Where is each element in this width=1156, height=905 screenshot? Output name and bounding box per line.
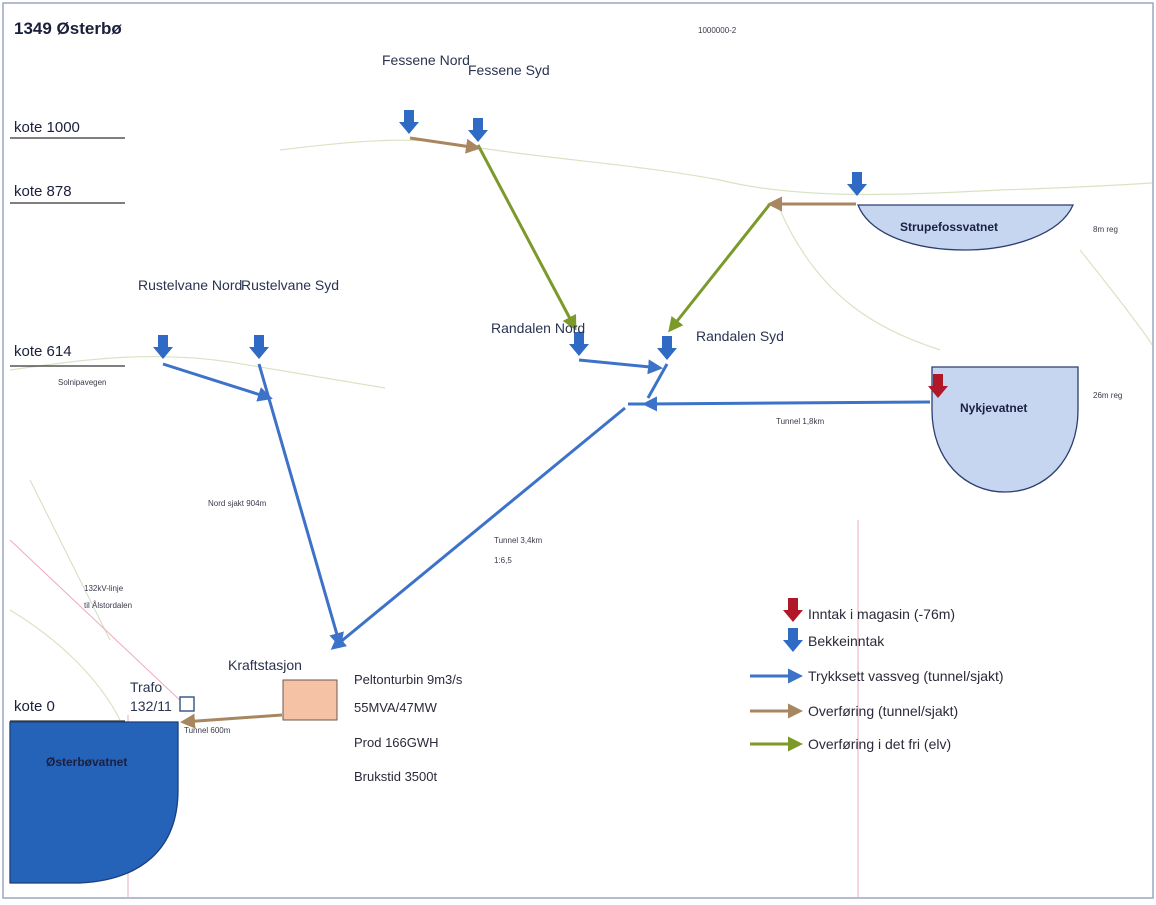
shaft-label: Nord sjakt 904m <box>208 499 267 508</box>
intake-label: Rustelvane Nord <box>138 277 242 293</box>
station-info-line: Brukstid 3500t <box>354 769 437 784</box>
stream-intake-icon <box>657 336 677 360</box>
annotations: Solnipavegen Nord sjakt 904m Tunnel 1,8k… <box>58 378 825 735</box>
reservoir-nykjevatnet: Nykjevatnet 26m reg <box>931 366 1122 493</box>
reservoir-osterbovatnet: Østerbøvatnet <box>9 721 179 884</box>
powerline-label: 132kV-linje <box>84 584 124 593</box>
legend-label: Trykksett vassveg (tunnel/sjakt) <box>808 668 1004 684</box>
intake-label: Randalen Nord <box>491 320 585 336</box>
legend-label: Inntak i magasin (-76m) <box>808 606 955 622</box>
regulation-label: 26m reg <box>1093 391 1122 400</box>
level-label: kote 614 <box>14 343 72 360</box>
reservoir-label: Østerbøvatnet <box>46 755 127 769</box>
level-label: kote 1000 <box>14 119 80 136</box>
transformer: Trafo 132/11 <box>130 679 195 714</box>
powerline-destination-label: til Ålstordalen <box>84 601 132 610</box>
intake-labels: Fessene Nord Fessene Syd Rustelvane Nord… <box>138 52 784 344</box>
page-title: 1349 Østerbø <box>14 19 122 38</box>
tunnel-label: Tunnel 1,8km <box>776 417 825 426</box>
intake-arrows <box>153 110 948 398</box>
power-station-label: Kraftstasjon <box>228 657 302 673</box>
document-reference: 1000000-2 <box>698 26 737 35</box>
power-station: Kraftstasjon <box>228 657 338 721</box>
station-info: Peltonturbin 9m3/s 55MVA/47MW Prod 166GW… <box>354 672 463 784</box>
pressure-waterways <box>162 358 931 650</box>
intake-label: Fessene Nord <box>382 52 470 68</box>
road-label: Solnipavegen <box>58 378 106 387</box>
tunnel-slope-label: 1:6,5 <box>494 556 512 565</box>
stream-intake-icon <box>569 332 589 356</box>
stream-intake-icon <box>153 335 173 359</box>
level-label: kote 0 <box>14 698 55 715</box>
tunnel-label: Tunnel 3,4km <box>494 536 543 545</box>
elevation-levels: kote 1000 kote 878 kote 614 kote 0 <box>10 119 125 722</box>
intake-label: Fessene Syd <box>468 62 550 78</box>
stream-intake-icon <box>468 118 488 142</box>
reservoir-label: Nykjevatnet <box>960 401 1027 415</box>
legend-label: Overføring i det fri (elv) <box>808 736 951 752</box>
reservoir-strupefossvatnet: Strupefossvatnet 8m reg <box>857 204 1118 251</box>
stream-intake-icon <box>399 110 419 134</box>
reservoir-intake-legend-icon <box>783 598 803 622</box>
tunnel-label: Tunnel 600m <box>184 726 231 735</box>
reservoir-label: Strupefossvatnet <box>900 220 998 234</box>
legend: Inntak i magasin (-76m) Bekkeinntak Tryk… <box>750 598 1004 752</box>
terrain-lines <box>9 139 1153 721</box>
station-info-line: Peltonturbin 9m3/s <box>354 672 463 687</box>
station-info-line: 55MVA/47MW <box>354 700 438 715</box>
trafo-rating: 132/11 <box>130 698 172 714</box>
legend-label: Bekkeinntak <box>808 633 885 649</box>
trafo-label: Trafo <box>130 679 162 695</box>
reservoir-intake-icon <box>928 374 948 398</box>
intake-label: Randalen Syd <box>696 328 784 344</box>
intake-label: Rustelvane Syd <box>241 277 339 293</box>
river-transfers <box>476 144 772 333</box>
regulation-label: 8m reg <box>1093 225 1118 234</box>
level-label: kote 878 <box>14 183 72 200</box>
stream-intake-icon <box>249 335 269 359</box>
stream-intake-icon <box>847 172 867 196</box>
stream-intake-legend-icon <box>783 628 803 652</box>
tunnel-transfers <box>180 136 856 729</box>
station-info-line: Prod 166GWH <box>354 735 439 750</box>
legend-label: Overføring (tunnel/sjakt) <box>808 703 958 719</box>
